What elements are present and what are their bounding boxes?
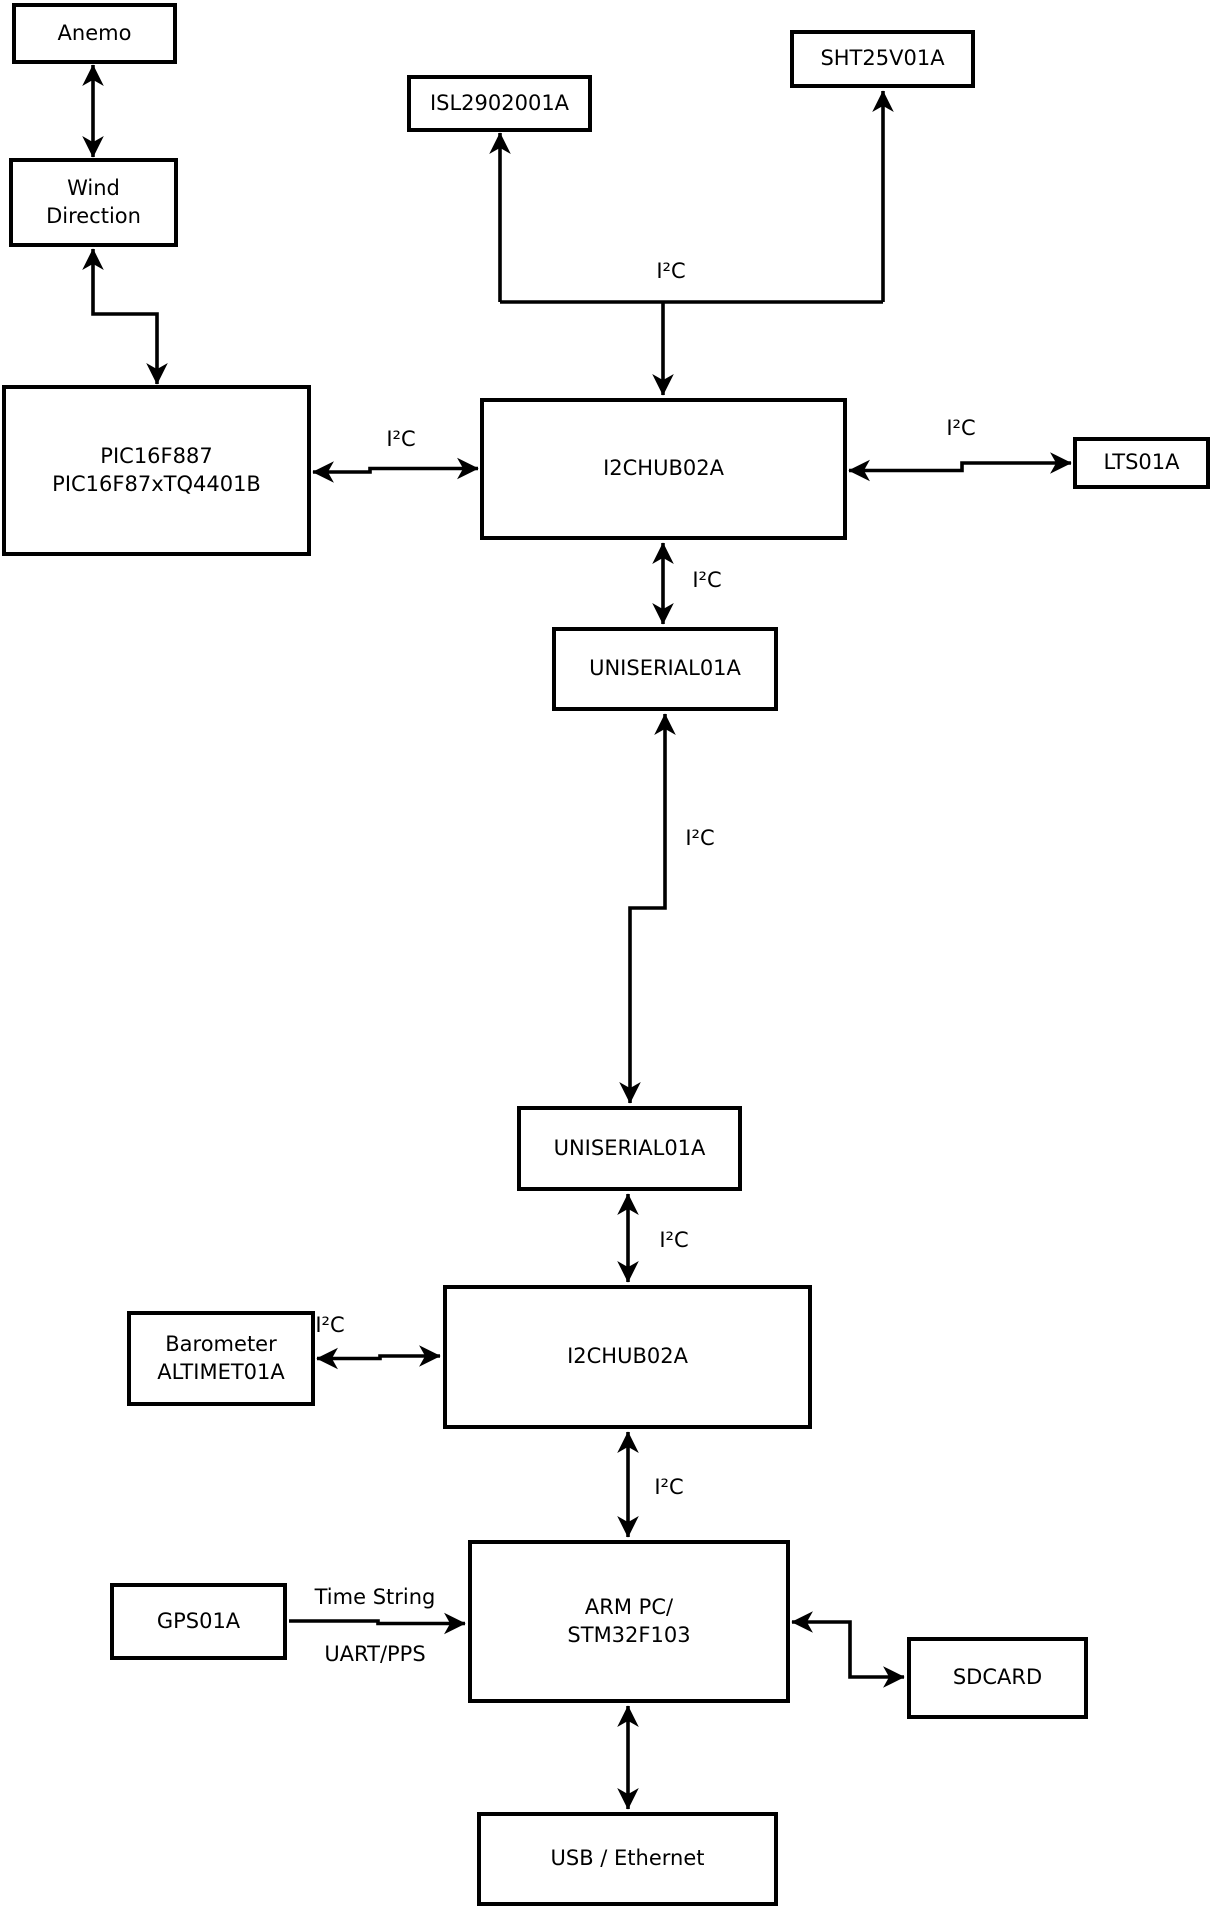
- connector-gps-arm: [289, 1612, 466, 1635]
- edge-label-i2c-hub1-uniserial1: I²C: [692, 568, 722, 592]
- node-uniserial01a-bottom: UNISERIAL01A: [517, 1106, 742, 1191]
- node-uniserial01a-top: UNISERIAL01A: [552, 627, 778, 711]
- connector-barometer-i2chub-bottom: [316, 1345, 441, 1370]
- node-barometer-altimet01a: Barometer ALTIMET01A: [127, 1311, 315, 1406]
- node-usb-ethernet: USB / Ethernet: [477, 1812, 778, 1906]
- node-pic16f887: PIC16F887 PIC16F87xTQ4401B: [2, 385, 311, 556]
- edge-label-i2c-hub1-lts: I²C: [946, 416, 976, 440]
- connector-arm-sdcard: [791, 1611, 905, 1688]
- edge-label-time-string: Time String: [314, 1585, 436, 1609]
- node-isl2902001a: ISL2902001A: [407, 75, 592, 132]
- connector-pic-i2chub-top: [312, 457, 479, 483]
- node-i2chub02a-bottom: I2CHUB02A: [443, 1285, 812, 1429]
- connector-uniserial-top-uniserial-bottom: [619, 713, 676, 1104]
- node-gps01a: GPS01A: [110, 1583, 287, 1660]
- edge-label-i2c-uniserial1-uniserial2: I²C: [685, 826, 715, 850]
- node-i2chub02a-top: I2CHUB02A: [480, 398, 847, 540]
- edge-label-i2c-barometer-hub2: I²C: [315, 1313, 345, 1337]
- edge-label-i2c-top-net: I²C: [656, 259, 686, 283]
- node-sht25v01a: SHT25V01A: [790, 30, 975, 88]
- node-sdcard: SDCARD: [907, 1637, 1088, 1719]
- node-arm-pc-stm32f103: ARM PC/ STM32F103: [468, 1540, 790, 1703]
- edge-label-uart-pps: UART/PPS: [324, 1642, 426, 1666]
- connector-i2chub-top-lts: [848, 452, 1072, 482]
- edge-label-i2c-pic-hub1: I²C: [386, 427, 416, 451]
- node-wind-direction: Wind Direction: [9, 158, 178, 247]
- connector-wind-pic: [82, 248, 168, 385]
- node-lts01a: LTS01A: [1073, 437, 1210, 489]
- edge-label-i2c-uniserial2-hub2: I²C: [659, 1228, 689, 1252]
- node-anemo: Anemo: [12, 3, 177, 64]
- edge-label-i2c-hub2-arm: I²C: [654, 1475, 684, 1499]
